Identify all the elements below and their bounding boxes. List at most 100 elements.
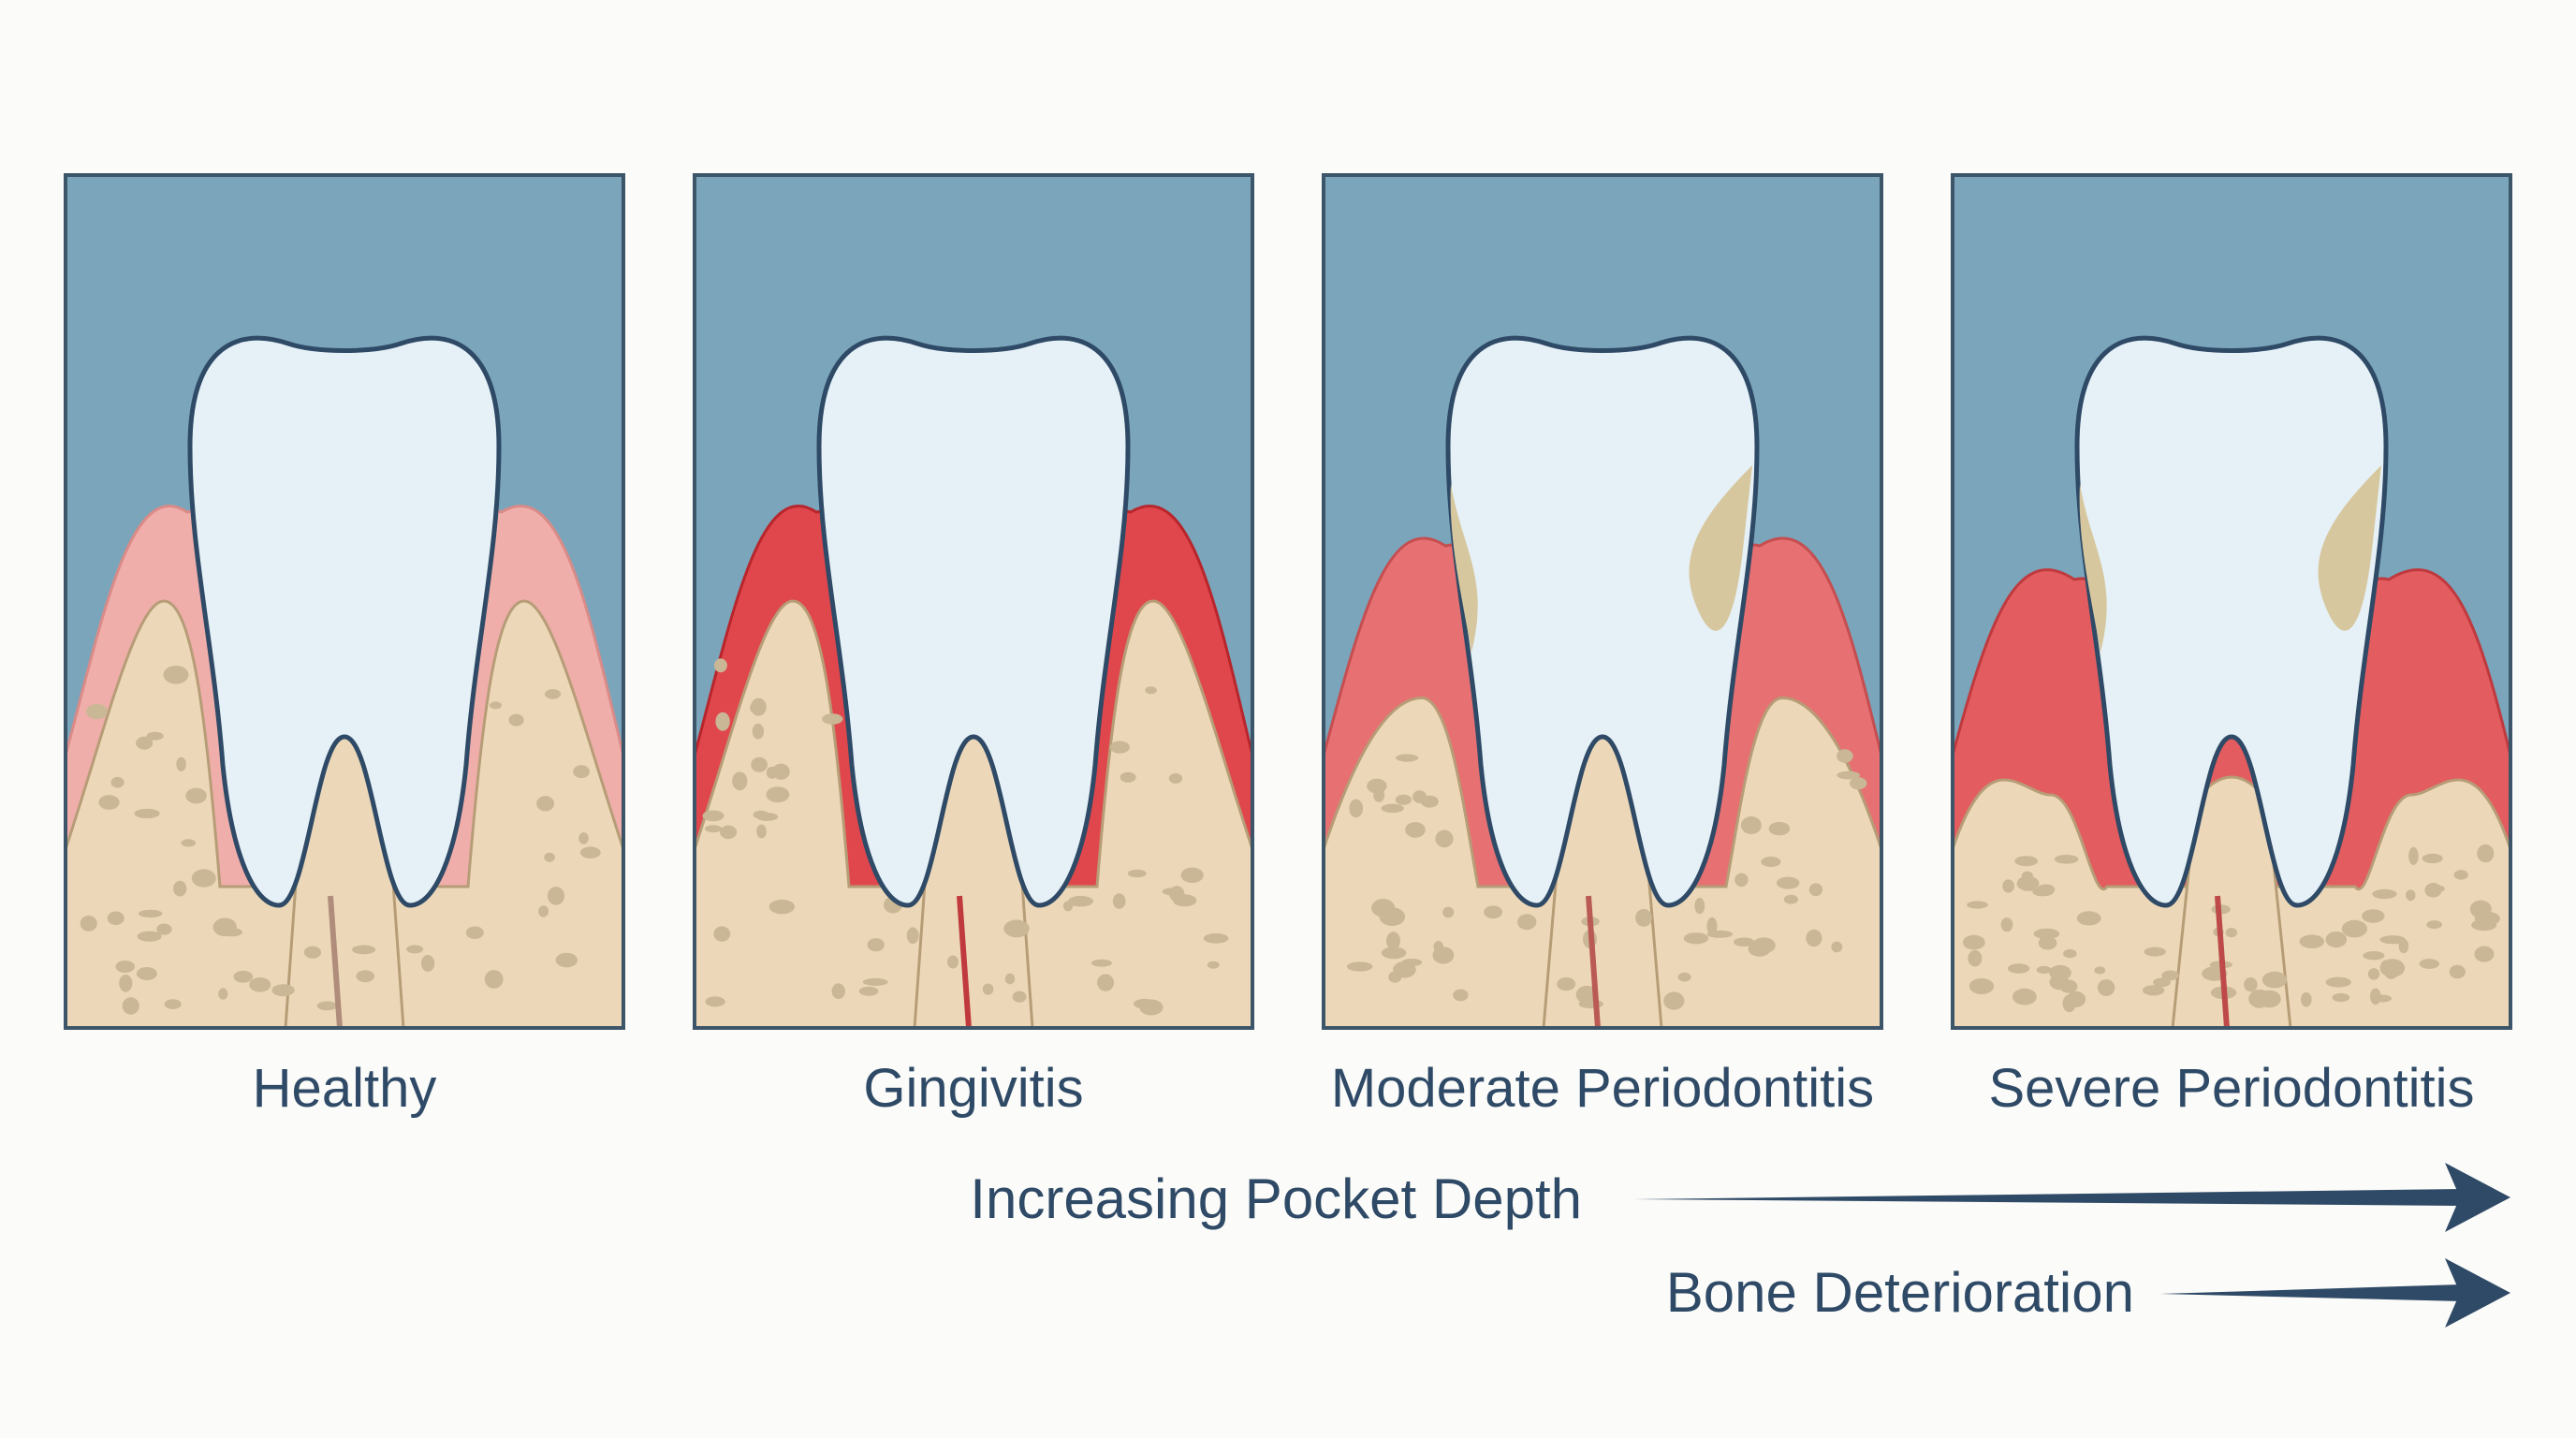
bone-pore bbox=[1783, 894, 1798, 904]
bone-pore bbox=[2332, 992, 2350, 1003]
bone-pore bbox=[2301, 991, 2312, 1007]
bone-pore bbox=[2261, 971, 2288, 989]
bone-pore bbox=[2036, 965, 2052, 975]
bone-pore bbox=[1346, 961, 1373, 972]
bone-pore bbox=[1349, 799, 1364, 818]
bone-pore bbox=[752, 723, 765, 740]
bone-pore bbox=[2474, 946, 2495, 962]
bone-pore bbox=[1386, 932, 1400, 950]
bone-pore bbox=[80, 916, 97, 932]
bone-pore bbox=[1734, 873, 1749, 888]
panel-healthy bbox=[64, 173, 625, 1030]
bone-pore bbox=[862, 977, 888, 986]
bone-pore bbox=[110, 776, 124, 788]
bone bbox=[695, 599, 1252, 1028]
bone-pore bbox=[2054, 855, 2079, 864]
bone-pore bbox=[1395, 794, 1412, 805]
bone-pore bbox=[1694, 897, 1705, 915]
bone-pore bbox=[2076, 911, 2101, 926]
tartar-deposit-left bbox=[1450, 484, 1478, 653]
bone-pore bbox=[2362, 909, 2385, 923]
bone-pore bbox=[1517, 914, 1537, 931]
stage-label-gingivitis: Gingivitis bbox=[863, 1058, 1083, 1119]
bone-pore bbox=[547, 887, 565, 905]
bone-pore bbox=[98, 795, 120, 810]
bone-pore bbox=[2244, 977, 2258, 992]
bone-pore bbox=[1388, 971, 1402, 983]
bone-pore bbox=[750, 702, 762, 714]
bone-pore bbox=[756, 824, 767, 839]
bone-pore bbox=[768, 899, 795, 915]
bone-pore bbox=[218, 988, 228, 1000]
bone-pore bbox=[2142, 985, 2165, 996]
bone-pore bbox=[544, 852, 555, 862]
tartar-deposit-right bbox=[1689, 465, 1752, 631]
bone-pore bbox=[2372, 888, 2397, 900]
bone-pore bbox=[1850, 777, 1867, 790]
bone-pore bbox=[2025, 880, 2037, 891]
bone-pore bbox=[579, 846, 601, 858]
bone-pore bbox=[484, 970, 504, 989]
tooth bbox=[2074, 335, 2389, 908]
bone-pore bbox=[2408, 846, 2419, 865]
bone-pore bbox=[1806, 929, 1822, 947]
bone-pore bbox=[1808, 883, 1823, 897]
bone-pore bbox=[508, 713, 524, 726]
bone-pore bbox=[1120, 771, 1136, 783]
bone-pore bbox=[2325, 976, 2351, 988]
bone-pore bbox=[1433, 941, 1443, 953]
bone-pore bbox=[1734, 937, 1755, 946]
panel-frame-healthy bbox=[64, 173, 625, 1030]
bone-pore bbox=[1420, 795, 1439, 808]
bone-pore bbox=[173, 880, 187, 897]
bone-pore bbox=[544, 689, 562, 699]
bone-pore bbox=[356, 970, 375, 983]
bone-pore bbox=[2363, 951, 2385, 961]
bone-pore bbox=[2225, 928, 2238, 938]
bone-pore bbox=[1683, 932, 1709, 945]
bone-pore bbox=[2000, 917, 2013, 932]
bone-pore bbox=[2370, 988, 2381, 1005]
bone-pore bbox=[982, 983, 994, 995]
bone-pore bbox=[1012, 990, 1027, 1003]
bone-pore bbox=[1453, 989, 1469, 1002]
bone-pore bbox=[1635, 908, 1652, 927]
bone-pore bbox=[2379, 935, 2406, 945]
bone-pore bbox=[751, 756, 768, 772]
bone-pore bbox=[2406, 889, 2416, 902]
bone-pore bbox=[822, 713, 843, 725]
bone-pore bbox=[1557, 977, 1576, 991]
bone-pore bbox=[1068, 895, 1093, 907]
bone-pore bbox=[2066, 990, 2086, 1007]
bone-pore bbox=[1207, 961, 1220, 969]
bone-pore bbox=[1435, 829, 1454, 848]
panel-moderate-periodontitis bbox=[1322, 173, 1883, 1030]
bone-pore bbox=[1405, 822, 1426, 838]
bone-pore bbox=[536, 796, 555, 812]
bone-pore bbox=[906, 927, 919, 945]
bone-pore bbox=[1740, 816, 1762, 834]
bone-pore bbox=[1442, 906, 1455, 918]
bone-pore bbox=[421, 955, 435, 972]
bone-pore bbox=[1162, 888, 1184, 896]
bone-pore bbox=[573, 765, 590, 779]
bone-pore bbox=[136, 736, 154, 750]
bone-pore bbox=[2424, 883, 2442, 898]
bone-pore bbox=[1097, 974, 1115, 991]
bone-pore bbox=[1003, 919, 1030, 938]
bone-pore bbox=[2419, 959, 2439, 969]
bone-pore bbox=[1172, 894, 1197, 907]
bone-pore bbox=[465, 926, 484, 939]
bone-deterioration-label: Bone Deterioration bbox=[1666, 1261, 2134, 1324]
bone-pore bbox=[164, 999, 182, 1009]
bone-pore bbox=[1761, 857, 1781, 867]
bone-pore bbox=[720, 825, 738, 840]
panel-frame-severe-periodontitis bbox=[1951, 173, 2512, 1030]
bone-pore bbox=[176, 756, 186, 771]
bone-pore bbox=[2153, 977, 2172, 988]
bone-pore bbox=[713, 658, 727, 673]
bone-pore bbox=[1968, 949, 1983, 967]
bone-pore bbox=[1367, 778, 1387, 794]
bone-pore bbox=[1706, 917, 1718, 935]
